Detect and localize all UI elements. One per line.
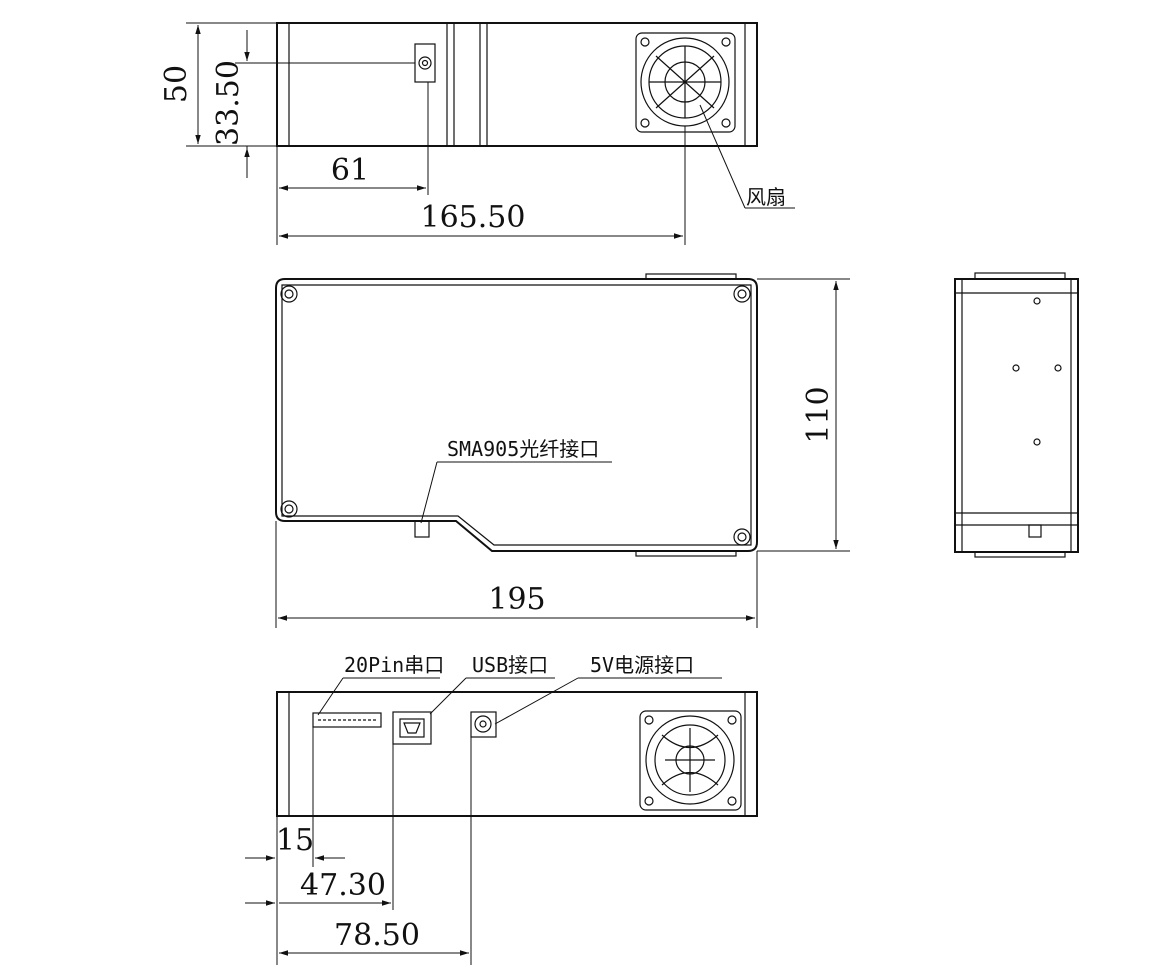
serial-port-callout: 20Pin串口 [344,653,444,677]
side-view-housing [954,278,1079,553]
dim-bottom-serial-offset: 15 [276,823,314,858]
dim-top-port-offset: 61 [331,153,369,188]
top-port-icon [414,43,436,83]
dim-bottom-power-offset: 78.50 [334,918,420,953]
fan-icon [635,32,736,133]
sma-port-callout: SMA905光纤接口 [447,437,599,461]
power-port-callout: 5V电源接口 [590,653,694,677]
dim-top-fan-offset: 165.50 [421,200,526,235]
side-view [954,272,1079,558]
dim-top-port-height: 33.50 [211,60,246,146]
usb-port-callout: USB接口 [472,653,548,677]
dim-front-height: 110 [801,386,836,443]
front-view: SMA905光纤接口 110 195 [275,273,850,628]
mount-hole-icon [1012,297,1062,446]
front-view-housing [275,278,758,552]
fan-callout: 风扇 [746,185,786,209]
top-view-housing [276,22,758,147]
dim-front-length: 195 [488,582,545,617]
screw-icon [280,285,751,546]
bottom-view-housing [276,691,758,817]
dim-bottom-usb-offset: 47.30 [300,868,386,903]
bottom-view: 20Pin串口 USB接口 5V电源接口 15 47.30 78.50 [245,653,758,965]
dim-top-height: 50 [159,65,194,103]
fan-icon [639,710,742,811]
top-view: 50 33.50 61 165.50 风扇 [159,22,795,245]
serial-connector-icon [312,712,382,728]
power-connector-icon [470,711,497,738]
usb-connector-icon [392,711,432,745]
